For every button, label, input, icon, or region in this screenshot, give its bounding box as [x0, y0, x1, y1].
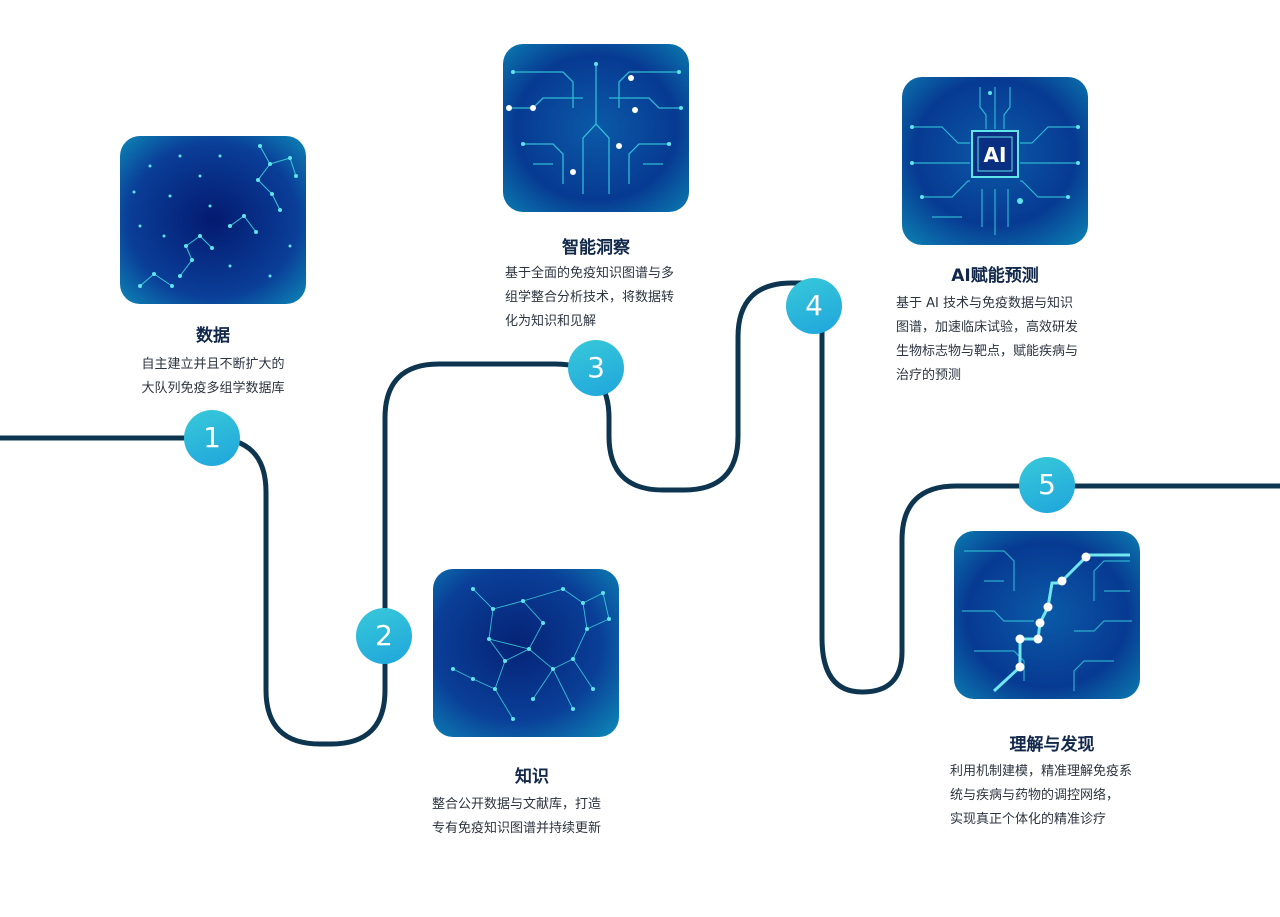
step-1-title: 数据	[196, 326, 230, 346]
step-3-badge: 3	[568, 340, 624, 396]
step-2-badge: 2	[356, 608, 412, 664]
step-5-line-1: 利用机制建模，精准理解免疫系	[950, 764, 1133, 779]
step-5-image	[954, 531, 1140, 699]
step-3-image	[503, 44, 689, 212]
step-1-badge: 1	[184, 410, 240, 466]
step-4-badge: 4	[786, 278, 842, 334]
step-4-line-3: 生物标志物与靶点，赋能疾病与	[896, 344, 1079, 359]
step-5-badge: 5	[1019, 457, 1075, 513]
step-1-line-1: 自主建立并且不断扩大的	[141, 357, 285, 372]
step-2-line-1: 整合公开数据与文献库，打造	[432, 797, 602, 812]
step-2-description: 整合公开数据与文献库，打造 专有免疫知识图谱并持续更新	[432, 793, 642, 841]
step-3-description: 基于全面的免疫知识图谱与多 组学整合分析技术，将数据转 化为知识和见解	[505, 262, 705, 334]
step-3-title: 智能洞察	[562, 238, 630, 258]
constellation-icon	[120, 136, 306, 304]
step-2-image	[433, 569, 619, 737]
circuit-brain-icon	[503, 44, 689, 212]
ai-chip-icon: AI	[902, 77, 1088, 245]
step-5-description: 利用机制建模，精准理解免疫系 统与疾病与药物的调控网络， 实现真正个体化的精准诊…	[950, 760, 1180, 832]
step-4-line-2: 图谱，加速临床试验，高效研发	[896, 320, 1079, 335]
step-1-image	[120, 136, 306, 304]
step-2-line-2: 专有免疫知识图谱并持续更新	[432, 821, 602, 836]
ai-chip-label: AI	[984, 143, 1007, 167]
highlight-path	[992, 553, 1130, 693]
step-2-title: 知识	[515, 767, 549, 787]
step-5-line-3: 实现真正个体化的精准诊疗	[950, 812, 1107, 827]
step-3-line-2: 组学整合分析技术，将数据转	[505, 290, 675, 305]
step-1-description: 自主建立并且不断扩大的 大队列免疫多组学数据库	[123, 353, 303, 401]
step-3-line-3: 化为知识和见解	[505, 314, 597, 329]
step-1-line-2: 大队列免疫多组学数据库	[141, 381, 285, 396]
step-4-image: AI	[902, 77, 1088, 245]
step-3-line-1: 基于全面的免疫知识图谱与多	[505, 266, 675, 281]
step-4-line-4: 治疗的预测	[896, 368, 962, 383]
timeline-path	[0, 280, 1280, 747]
step-5-title: 理解与发现	[1009, 735, 1095, 755]
step-4-line-1: 基于 AI 技术与免疫数据与知识	[896, 296, 1073, 311]
step-4-description: 基于 AI 技术与免疫数据与知识 图谱，加速临床试验，高效研发 生物标志物与靶点…	[896, 292, 1126, 388]
network-graph-icon	[433, 569, 619, 737]
step-4-title: AI赋能预测	[951, 266, 1039, 286]
circuit-path-icon	[954, 531, 1140, 699]
step-5-line-2: 统与疾病与药物的调控网络，	[950, 788, 1120, 803]
